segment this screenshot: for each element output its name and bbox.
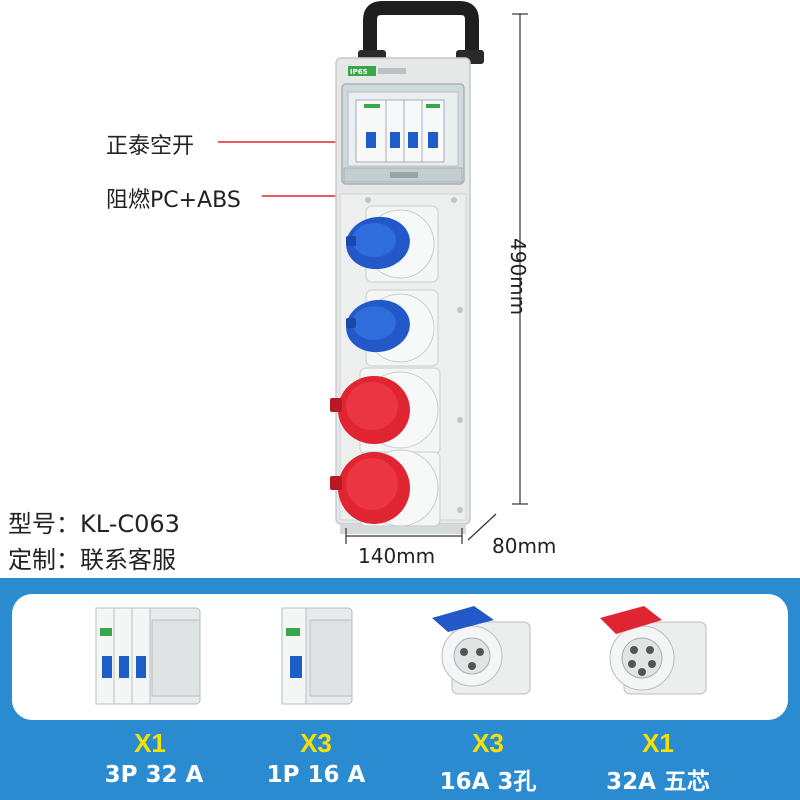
ip-rating-badge <box>348 66 376 76</box>
model-number: KL-C063 <box>80 510 180 538</box>
model-row: 型号：KL-C063 <box>8 504 180 539</box>
depth-dimension: 80mm <box>492 534 557 558</box>
breaker-window <box>341 83 465 185</box>
distribution-box-illustration: IP65 <box>218 1 528 544</box>
component-desc-4: 32A 五芯 <box>606 769 710 795</box>
component-qty-2: X3 <box>300 728 332 758</box>
width-dimension-line <box>345 528 463 544</box>
red-socket-2 <box>330 449 441 527</box>
component-desc-1: 3P 32 A <box>104 762 204 788</box>
material-callout: 阻燃PC+ABS <box>106 188 241 213</box>
custom-value: 联系客服 <box>80 546 176 574</box>
component-qty-4: X1 <box>642 728 674 758</box>
custom-label: 定制： <box>8 546 80 574</box>
red-socket-icon <box>600 606 707 695</box>
three-pole-breaker-icon <box>95 607 201 705</box>
model-label: 型号： <box>8 510 80 538</box>
component-desc-2: 1P 16 A <box>266 762 366 788</box>
single-pole-breaker-icon <box>281 607 353 705</box>
depth-dimension-line <box>467 513 497 541</box>
component-qty-3: X3 <box>472 728 504 758</box>
ip-rating-text: IP65 <box>350 68 368 76</box>
blue-socket-1 <box>346 205 439 283</box>
blue-socket-icon <box>432 606 531 695</box>
width-dimension: 140mm <box>358 544 436 568</box>
component-qty-1: X1 <box>134 728 166 758</box>
enclosure-side <box>340 524 466 534</box>
red-socket-1 <box>330 367 441 455</box>
height-dimension-line <box>512 13 528 505</box>
blue-socket-2 <box>346 289 439 367</box>
breaker-brand-callout: 正泰空开 <box>106 134 195 159</box>
custom-row: 定制：联系客服 <box>8 540 176 575</box>
component-desc-3: 16A 3孔 <box>439 769 537 795</box>
